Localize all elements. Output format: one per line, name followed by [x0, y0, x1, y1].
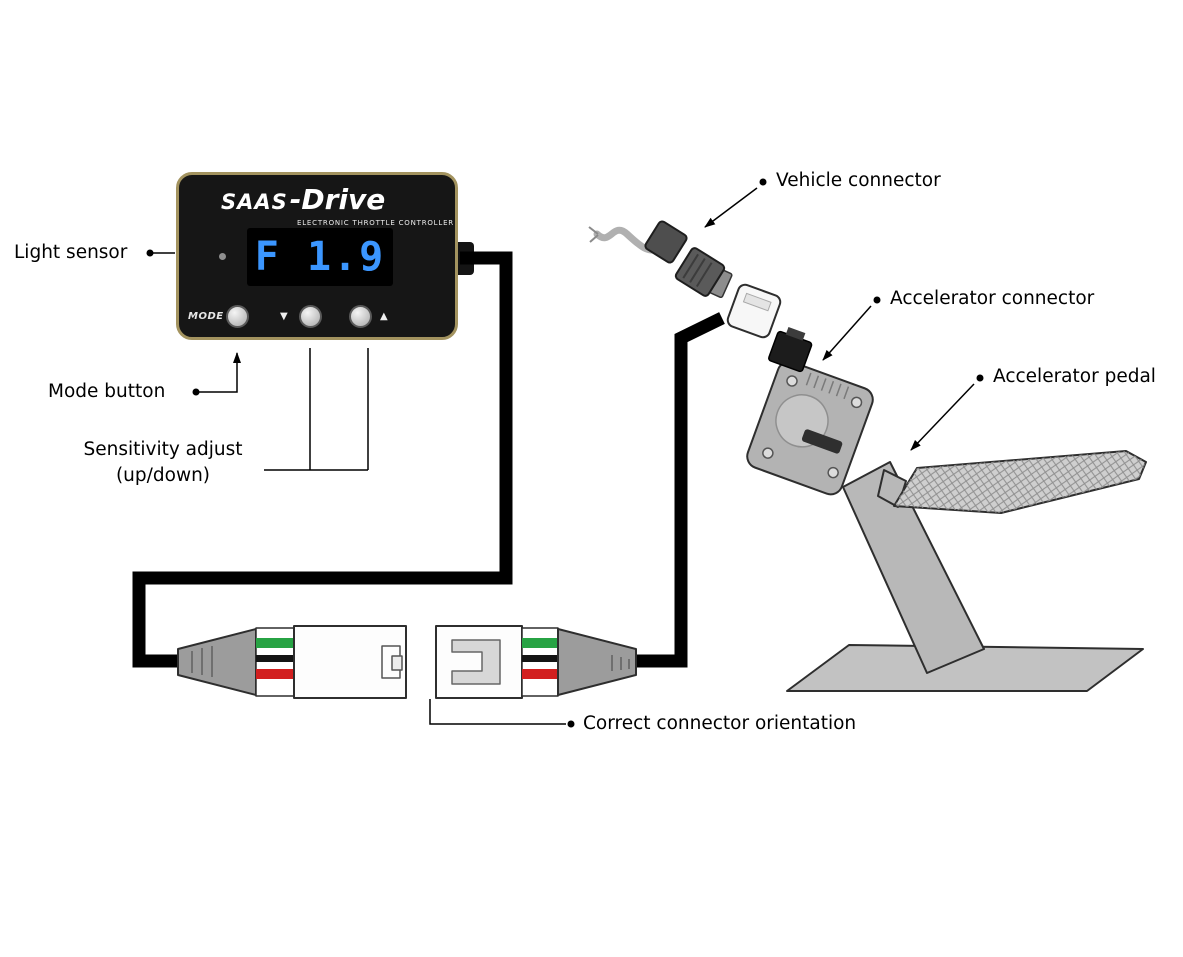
label-sensitivity-adjust: Sensitivity adjust (up/down) [58, 437, 268, 489]
label-correct-connector-orientation: Correct connector orientation [583, 713, 857, 734]
mode-button [226, 305, 249, 328]
label-accelerator-connector: Accelerator connector [890, 288, 1095, 309]
harness-connector-left [177, 625, 407, 699]
leader-lines [146, 178, 984, 728]
up-arrow-icon: ▲ [380, 311, 388, 322]
wire-green-right [522, 638, 558, 648]
throttle-controller-device: SAAS -Drive ELECTRONIC THROTTLE CONTROLL… [176, 172, 458, 340]
device-subtitle: ELECTRONIC THROTTLE CONTROLLER [297, 219, 454, 227]
label-accelerator-pedal: Accelerator pedal [993, 366, 1156, 387]
harness-connector-right [435, 625, 637, 699]
label-sensitivity-line1: Sensitivity adjust [83, 439, 243, 460]
brand-saas-text: SAAS [221, 190, 288, 214]
label-vehicle-connector: Vehicle connector [776, 170, 941, 191]
sensitivity-up-button [349, 305, 372, 328]
vehicle-callout-dot [759, 178, 767, 186]
acc-pedal-callout-dot [976, 374, 984, 382]
wire-green-left [256, 638, 294, 648]
vehicle-leader [704, 187, 758, 228]
mode-leader [196, 352, 241, 393]
label-mode-button: Mode button [48, 381, 166, 402]
label-light-sensor: Light sensor [14, 242, 128, 263]
wire-red-right [522, 669, 558, 679]
mode-label: MODE [188, 311, 224, 322]
accelerator-pedal-drawing [746, 360, 1147, 692]
acc-pedal-leader [910, 383, 975, 451]
label-sensitivity-line2: (up/down) [115, 465, 211, 486]
vehicle-connector-drawing [588, 220, 726, 297]
light-sensor-dot [219, 253, 226, 260]
wire-red-left [256, 669, 294, 679]
orientation-callout-dot [567, 720, 575, 728]
led-display: F 1.9 [247, 228, 393, 286]
sensitivity-down-button [299, 305, 322, 328]
wire-black-right [522, 655, 558, 662]
acc-connector-leader [822, 305, 872, 361]
brand-drive-text: -Drive [289, 183, 386, 216]
brand-logo: SAAS -Drive [221, 183, 385, 216]
down-arrow-icon: ▼ [280, 311, 288, 322]
acc-connector-callout-dot [873, 296, 881, 304]
orientation-leader [429, 699, 566, 725]
pedal-sensor-housing [746, 360, 874, 496]
wire-black-left [256, 655, 294, 662]
display-value: F 1.9 [254, 234, 386, 280]
